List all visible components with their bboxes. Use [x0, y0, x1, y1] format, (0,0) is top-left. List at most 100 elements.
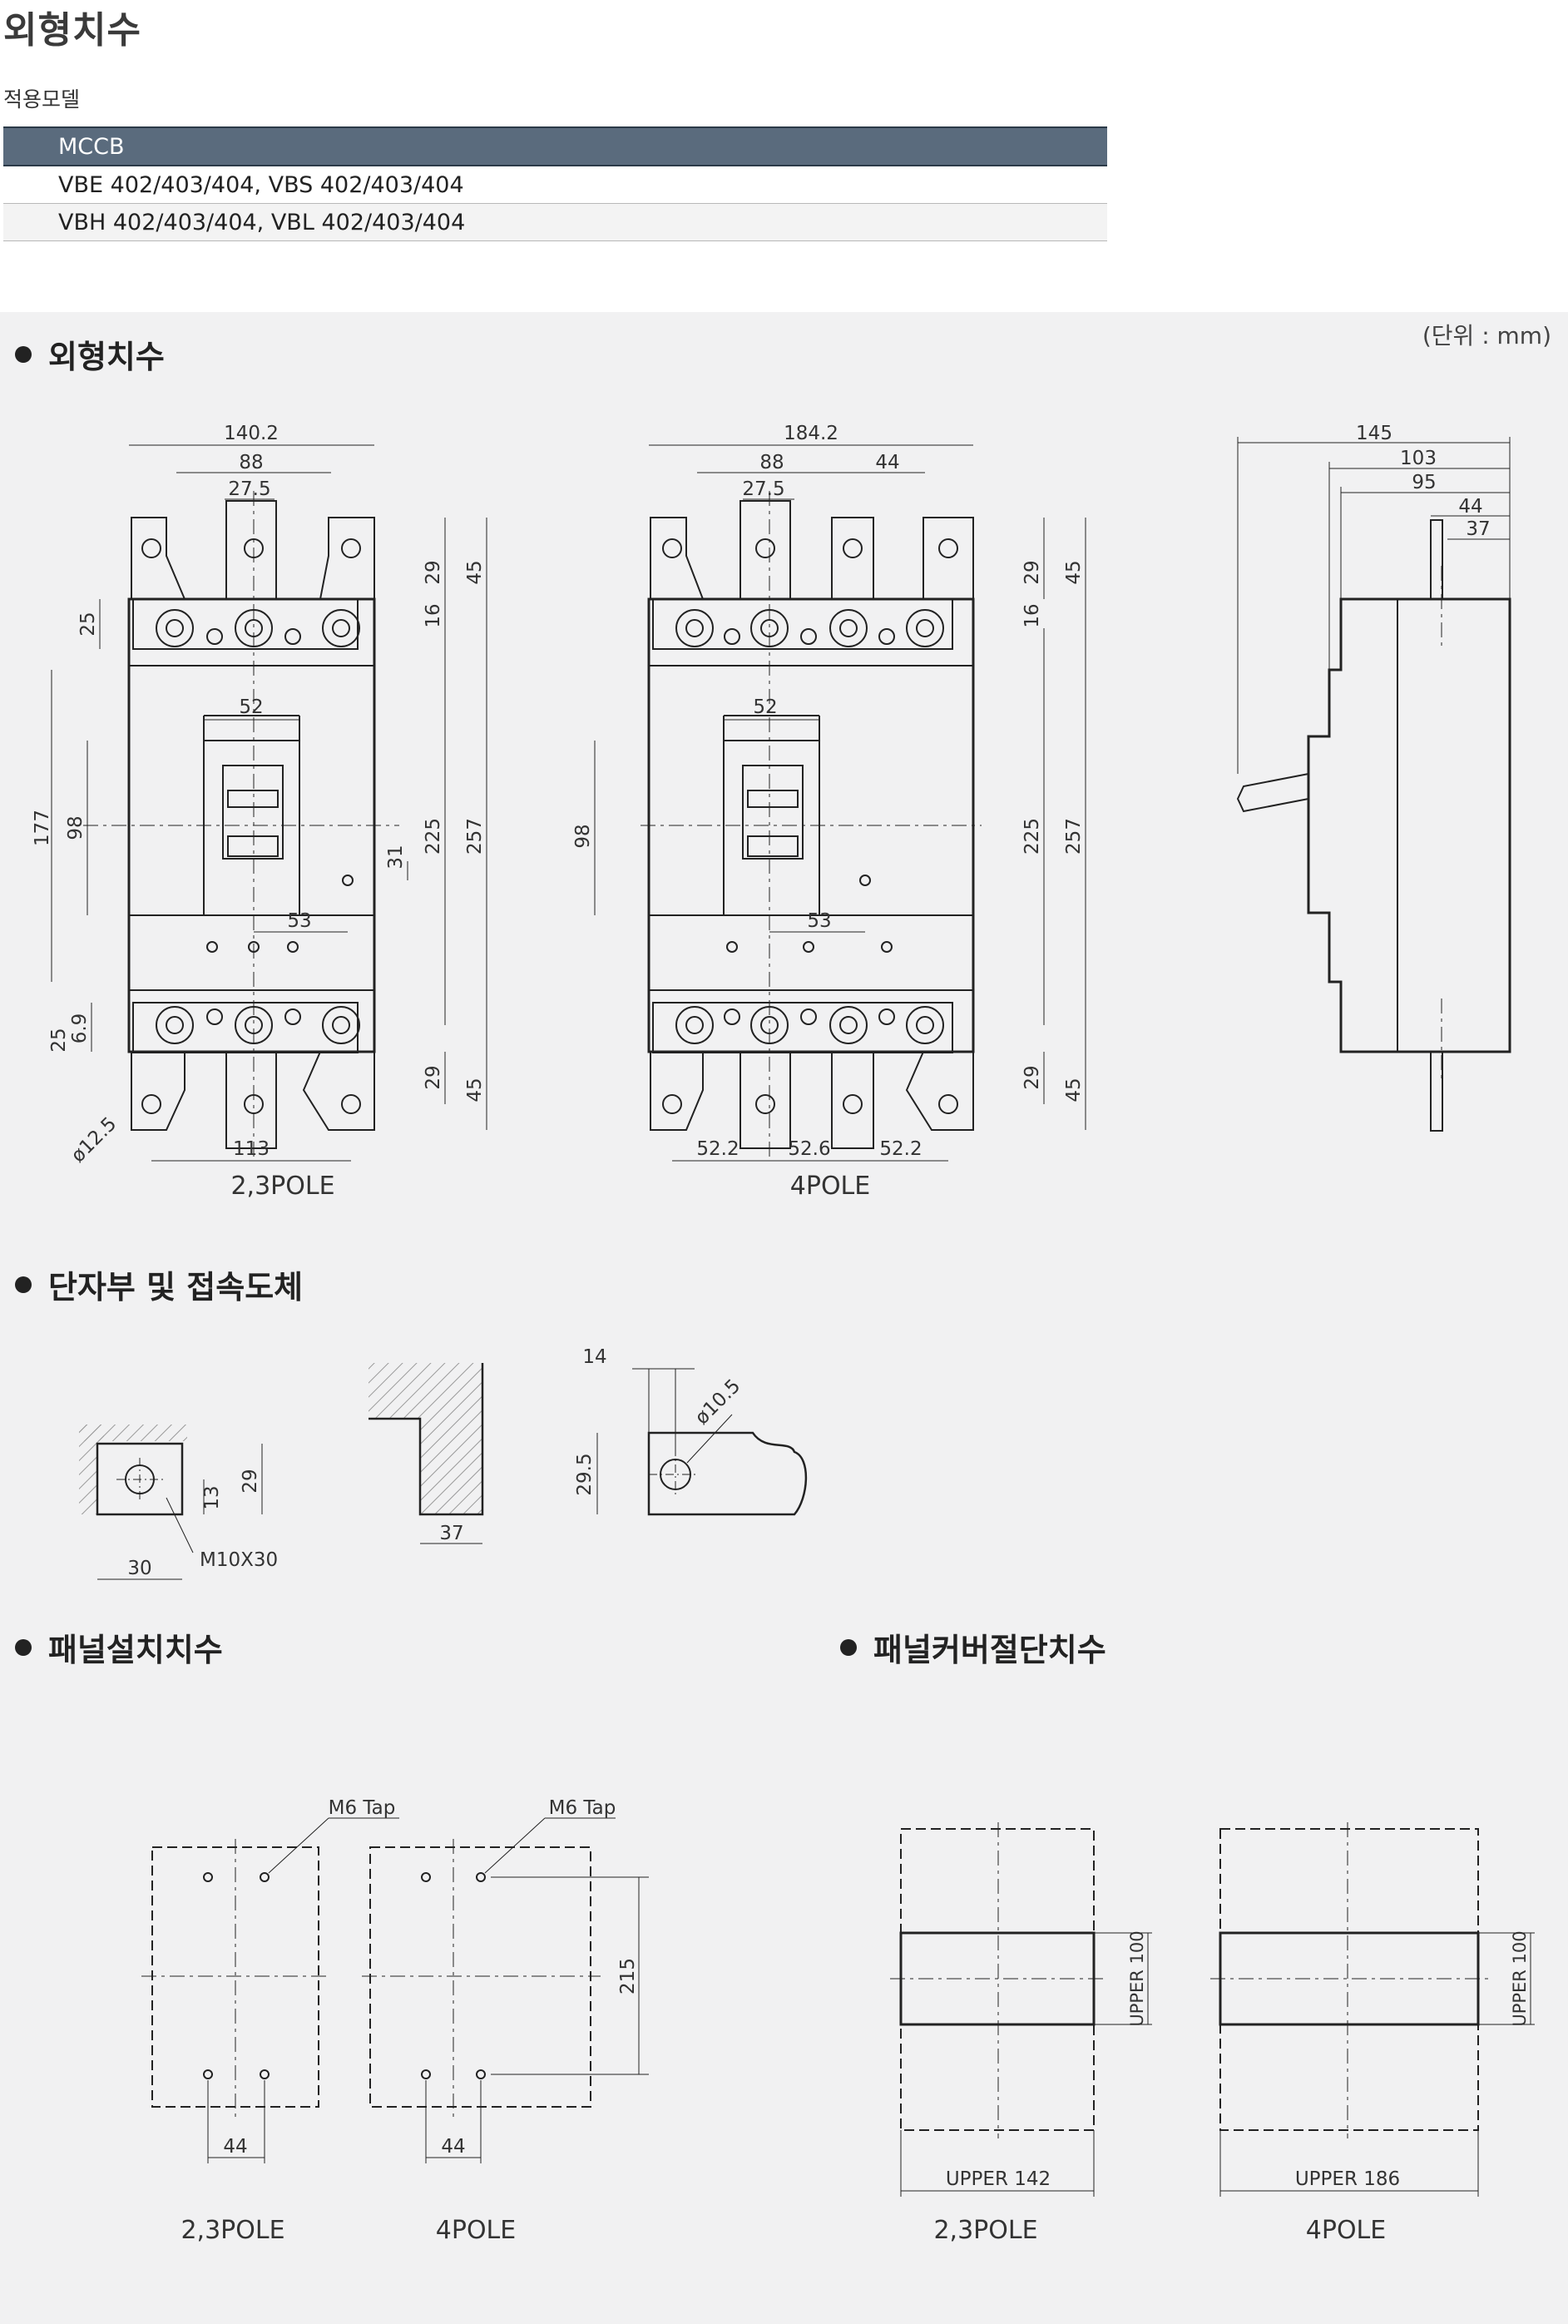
- dim-label: 27.5: [228, 478, 270, 500]
- dim-label: M6 Tap: [329, 1797, 396, 1819]
- dim-label: 44: [441, 2136, 465, 2158]
- dim-label: 29: [423, 560, 444, 584]
- dim-label: 45: [1063, 560, 1085, 584]
- dim-label: 52.2: [879, 1138, 922, 1160]
- dim-label: 113: [233, 1138, 270, 1160]
- panel-cover-4pole: [1210, 1822, 1535, 2197]
- model-table: MCCB VBE 402/403/404, VBS 402/403/404 VB…: [3, 126, 1107, 241]
- bullet-icon: [15, 345, 32, 363]
- dim-label: 103: [1400, 448, 1437, 469]
- dim-label: 29: [423, 1065, 444, 1089]
- panel-cover-3pole: [890, 1822, 1152, 2197]
- model-table-header: MCCB: [3, 126, 1107, 166]
- dim-label: UPPER 100: [1510, 1930, 1530, 2026]
- dim-label: ø12.5: [67, 1113, 121, 1167]
- dim-label: 25: [77, 612, 99, 636]
- dim-label: 29: [1021, 560, 1043, 584]
- dim-label: UPPER 142: [946, 2168, 1051, 2190]
- drawing-side: [1236, 437, 1511, 1132]
- dim-label: 45: [464, 560, 486, 584]
- dim-label: 29: [240, 1469, 261, 1493]
- terminal-detail-1-labels: 13 29 30 M10X30: [127, 1469, 278, 1579]
- dim-label: 45: [464, 1078, 486, 1102]
- terminal-detail-2-labels: 37: [439, 1523, 463, 1544]
- drawing-caption: 4POLE: [1306, 2216, 1386, 2245]
- terminal-detail-2: [369, 1363, 484, 1544]
- section-heading-label: 단자부 및 접속도체: [48, 1269, 304, 1306]
- dim-label: 98: [65, 815, 87, 840]
- dim-label: 140.2: [224, 423, 279, 444]
- dim-label: 145: [1356, 423, 1392, 444]
- dim-label: 52: [753, 696, 777, 718]
- dim-label: 98: [572, 824, 594, 848]
- dim-label: 225: [423, 818, 444, 855]
- dim-label: 53: [287, 910, 311, 932]
- dim-label: 16: [423, 603, 444, 627]
- section-heading-panel-cover: 패널커버절단치수: [840, 1624, 1106, 1670]
- drawing-caption: 4POLE: [436, 2216, 516, 2245]
- drawing-caption: 4POLE: [790, 1172, 870, 1201]
- dim-label: 257: [464, 818, 486, 855]
- drawing-4pole: [594, 444, 1086, 1162]
- drawing-caption: 2,3POLE: [933, 2216, 1037, 2245]
- dim-label: 52.6: [788, 1138, 830, 1160]
- model-table-row: VBH 402/403/404, VBL 402/403/404: [3, 203, 1107, 241]
- dim-label: M6 Tap: [549, 1797, 616, 1819]
- dim-label: 31: [385, 845, 407, 869]
- section-heading-terminal: 단자부 및 접속도체: [15, 1261, 303, 1307]
- section-heading-label: 패널설치치수: [48, 1632, 223, 1668]
- dim-label: 225: [1021, 818, 1043, 855]
- dim-label: 52: [239, 696, 263, 718]
- drawing-3pole: [51, 444, 487, 1162]
- dim-label: 29: [1021, 1065, 1043, 1089]
- panel-install-labels: M6 Tap M6 Tap 44 44 215 2,3POLE 4POLE: [181, 1797, 639, 2245]
- drawing-caption: 2,3POLE: [181, 2216, 284, 2245]
- model-table-row: VBE 402/403/404, VBS 402/403/404: [3, 166, 1107, 204]
- bullet-icon: [15, 1638, 32, 1656]
- dim-label: 13: [201, 1485, 223, 1509]
- section-heading-label: 외형치수: [48, 339, 165, 375]
- dim-label: 27.5: [742, 478, 784, 500]
- dim-label: 88: [239, 452, 263, 473]
- dim-label: UPPER 186: [1295, 2168, 1400, 2190]
- panel-install-4pole: [362, 1817, 649, 2163]
- dim-label: 25: [48, 1028, 70, 1052]
- dim-label: 184.2: [784, 423, 838, 444]
- panel-install-3pole: [141, 1817, 399, 2163]
- dim-label: 52.2: [696, 1138, 739, 1160]
- dim-label: 53: [807, 910, 831, 932]
- dim-label: 215: [617, 1958, 639, 1994]
- terminal-detail-3: [596, 1368, 808, 1516]
- unit-note: (단위 : mm): [1422, 322, 1551, 349]
- dim-label: ø10.5: [691, 1375, 745, 1430]
- dim-label: 88: [759, 452, 784, 473]
- dim-label: 44: [1458, 496, 1482, 518]
- dim-label: 44: [223, 2136, 247, 2158]
- dim-label: 177: [32, 810, 53, 846]
- dim-label: M10X30: [200, 1549, 278, 1571]
- drawing-side-labels: 145 103 95 44 37: [1356, 423, 1491, 540]
- dim-label: UPPER 100: [1127, 1930, 1147, 2026]
- drawing-4pole-labels: 184.2 88 44 27.5 52 53 52.2 52.6 52.2 29…: [572, 423, 1085, 1201]
- dim-label: 257: [1063, 818, 1085, 855]
- dim-label: 45: [1063, 1078, 1085, 1102]
- bullet-icon: [15, 1276, 32, 1293]
- dim-label: 29.5: [574, 1453, 596, 1495]
- dim-label: 16: [1021, 603, 1043, 627]
- section-heading-dimensions: 외형치수: [15, 331, 165, 377]
- terminal-detail-1: [79, 1425, 263, 1580]
- dim-label: 44: [875, 452, 899, 473]
- model-section-label: 적용모델: [3, 87, 81, 111]
- dim-label: 6.9: [69, 1013, 91, 1044]
- bullet-icon: [840, 1638, 857, 1656]
- dim-label: 95: [1412, 472, 1436, 493]
- dim-label: 14: [582, 1346, 606, 1368]
- dim-label: 37: [1466, 518, 1490, 540]
- section-heading-panel-install: 패널설치치수: [15, 1624, 223, 1670]
- section-heading-label: 패널커버절단치수: [873, 1632, 1106, 1668]
- panel-cover-labels: UPPER 142 UPPER 186 UPPER 100 UPPER 100 …: [933, 1930, 1530, 2245]
- dim-label: 30: [127, 1558, 151, 1579]
- drawing-caption: 2,3POLE: [230, 1172, 334, 1201]
- dim-label: 37: [439, 1523, 463, 1544]
